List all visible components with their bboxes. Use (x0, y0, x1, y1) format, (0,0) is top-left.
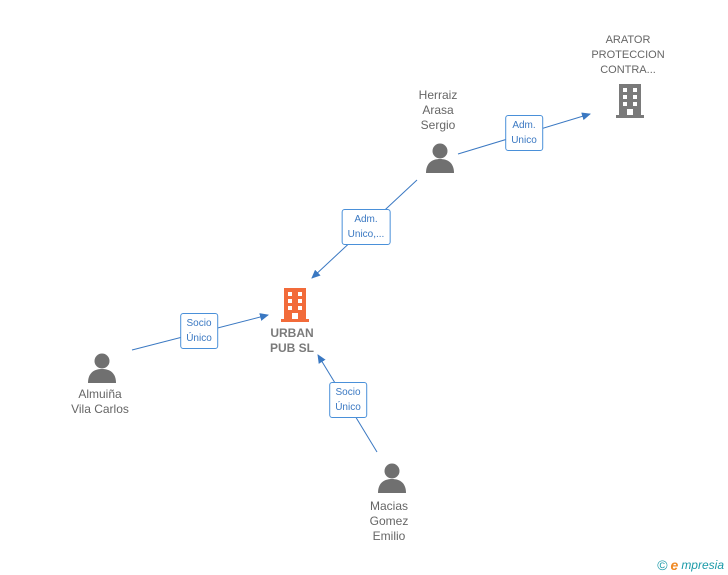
edge-label-almuina-urban: Socio Único (180, 313, 218, 349)
node-label-herraiz[interactable]: Herraiz Arasa Sergio (418, 88, 458, 132)
person-icon[interactable] (378, 463, 406, 494)
person-icon[interactable] (426, 143, 454, 174)
edge-label-herraiz-arator: Adm. Unico (505, 115, 543, 151)
copyright-symbol: © (657, 557, 668, 573)
node-label-urban-pub[interactable]: URBAN PUB SL (269, 326, 315, 355)
node-label-macias[interactable]: Macias Gomez Emilio (369, 499, 409, 543)
person-icon[interactable] (88, 353, 116, 384)
brand-name: mpresia (681, 558, 724, 572)
node-label-almuina[interactable]: Almuiña Vila Carlos (71, 387, 129, 416)
edge-label-macias-urban: Socio Único (329, 382, 367, 418)
edge-label-herraiz-urban: Adm. Unico,... (341, 209, 391, 245)
company-building-icon[interactable] (281, 288, 309, 322)
brand-initial: e (670, 557, 679, 573)
company-building-icon[interactable] (616, 84, 644, 118)
node-label-arator[interactable]: ARATOR PROTECCION CONTRA... (591, 34, 665, 76)
